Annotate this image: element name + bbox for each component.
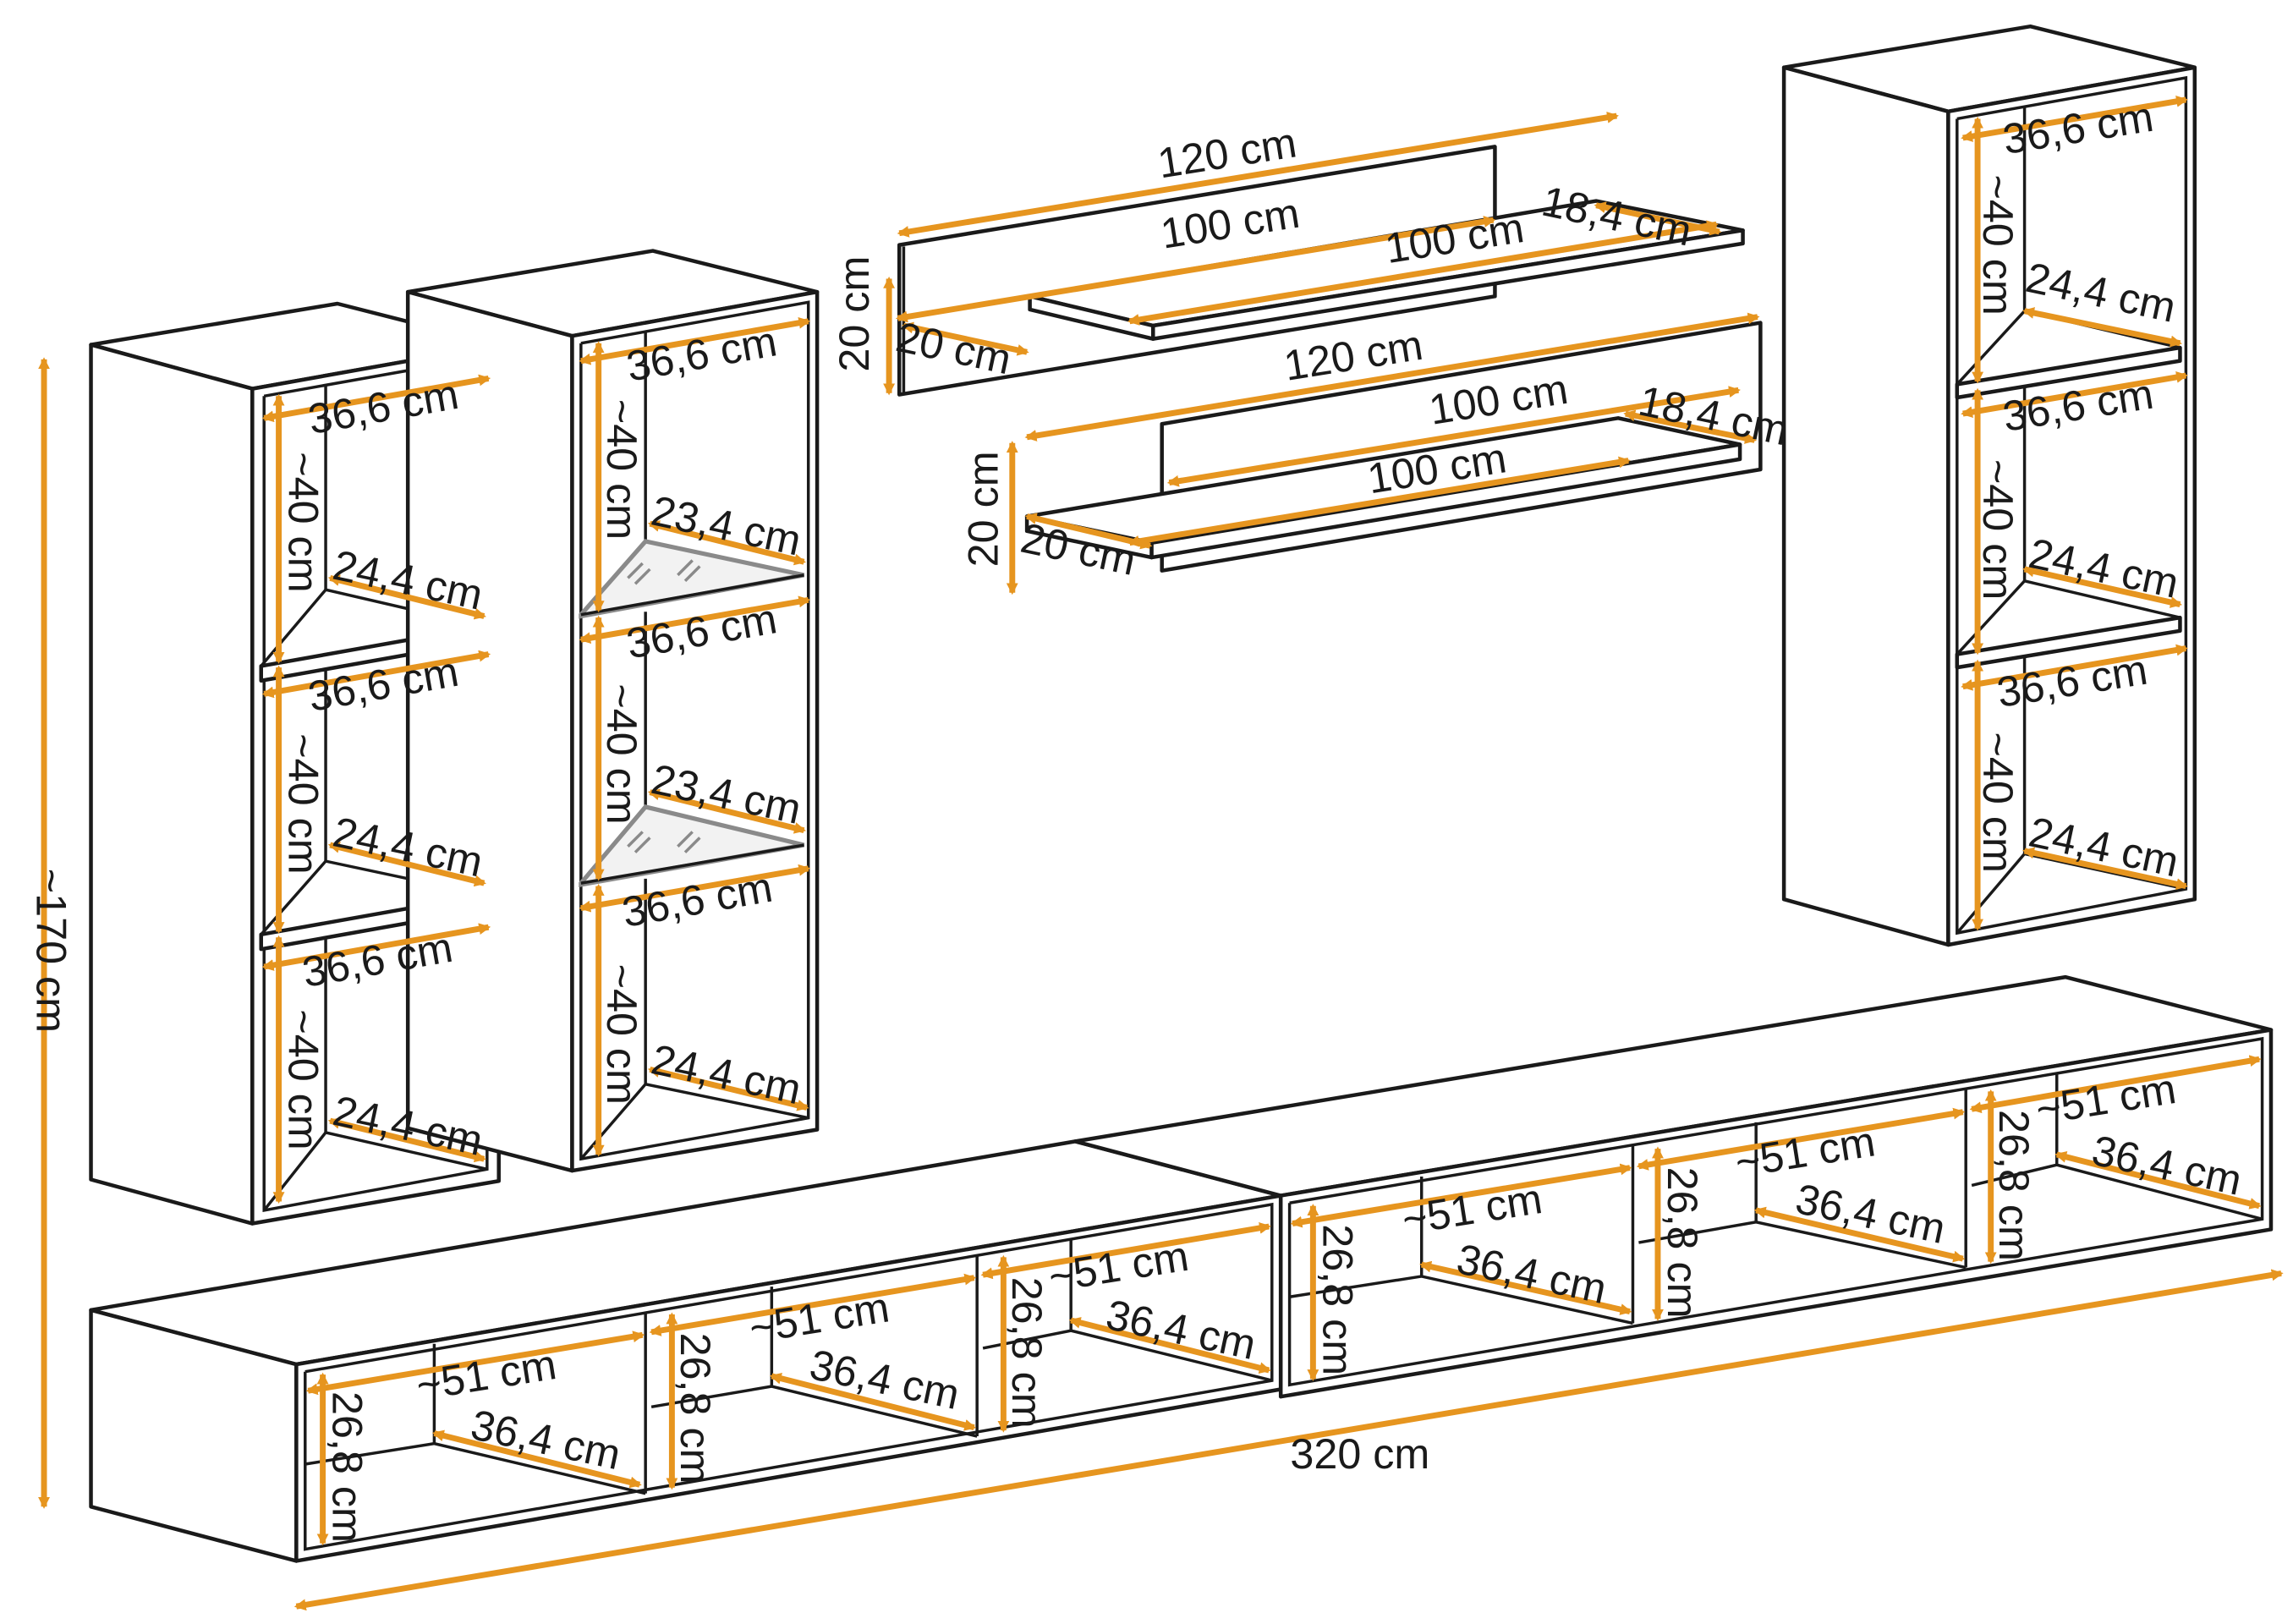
dimension-arrow: [327, 1117, 486, 1163]
lowboard-6-height: 26,8 cm: [1990, 1110, 2038, 1261]
dimension-arrow: [980, 1222, 1271, 1280]
glass-cab-height-2: ~40 cm: [598, 683, 646, 824]
dimension-arrow: [1068, 1317, 1271, 1374]
dimension-arrow: [897, 111, 1619, 238]
dimension-arrow: [261, 374, 491, 423]
dimension-arrows: [38, 95, 2284, 1611]
dimension-arrow: [1127, 220, 1719, 326]
dimension-arrow: [1127, 456, 1631, 547]
dimension-arrow: [1290, 1163, 1632, 1228]
dimension-arrow: [579, 595, 811, 645]
lower-panel-height: 20 cm: [958, 451, 1007, 567]
dimension-arrow: [261, 923, 491, 971]
dimension-arrow: [1961, 95, 2188, 142]
lowboard-3-height: 26,8 cm: [1003, 1277, 1051, 1429]
dimension-arrow: [293, 1269, 2284, 1611]
left-cab-height-2: ~40 cm: [280, 733, 328, 874]
dimension-arrow: [2054, 1151, 2262, 1210]
dimension-arrow: [1636, 1107, 1966, 1171]
dimension-arrow: [2022, 565, 2182, 608]
dimension-arrow: [647, 1066, 809, 1111]
right-cab-height-3: ~40 cm: [1974, 732, 2022, 873]
dimension-arrow: [1024, 513, 1153, 550]
dimension-arrow: [579, 864, 811, 913]
dimension-arrow: [1961, 644, 2188, 691]
lowboard-5-height: 26,8 cm: [1659, 1167, 1707, 1319]
right-cab-height-1: ~40 cm: [1974, 174, 2022, 315]
dimension-arrow: [1594, 201, 1722, 236]
dimension-arrow: [1753, 1206, 1966, 1263]
left-cab-height-3: ~40 cm: [280, 1009, 328, 1149]
lower-panel-width: 120 cm: [1281, 321, 1426, 390]
dimension-arrow: [579, 316, 811, 365]
dimension-arrow: [649, 1273, 977, 1336]
right-wall-cabinet: [1781, 24, 2197, 947]
lowboard-2-height: 26,8 cm: [672, 1333, 720, 1484]
dimension-arrow: [1961, 371, 2188, 419]
dimension-arrow: [1969, 1055, 2262, 1114]
dimension-arrow: [901, 321, 1029, 356]
glass-cab-height-1: ~40 cm: [598, 399, 646, 540]
dimension-arrow: [1419, 1260, 1632, 1315]
dimension-arrow: [2022, 847, 2188, 890]
overall-width-label: 320 cm: [1290, 1429, 1429, 1478]
dimension-arrow: [327, 574, 486, 620]
dimension-arrow: [327, 842, 486, 887]
glass-cab-height-3: ~40 cm: [598, 964, 646, 1105]
dimension-arrow: [305, 1330, 645, 1396]
left-cab-height-1: ~40 cm: [280, 452, 328, 592]
dimension-arrow: [431, 1429, 642, 1489]
right-cab-height-2: ~40 cm: [1974, 459, 2022, 600]
dimension-arrow: [647, 520, 807, 566]
dimension-arrow: [769, 1372, 977, 1431]
dimension-arrow: [647, 788, 807, 834]
top-panel-height: 20 cm: [830, 256, 878, 372]
lowboard-4-height: 26,8 cm: [1314, 1224, 1363, 1375]
lowboard-1-height: 26,8 cm: [324, 1391, 372, 1543]
dimension-arrow: [1623, 409, 1757, 444]
top-panel-width: 120 cm: [1155, 118, 1300, 187]
dimension-arrow: [1024, 312, 1760, 442]
dimension-arrow: [261, 650, 491, 699]
dimension-arrow: [2022, 307, 2182, 348]
overall-height-label: ~170 cm: [27, 869, 75, 1033]
